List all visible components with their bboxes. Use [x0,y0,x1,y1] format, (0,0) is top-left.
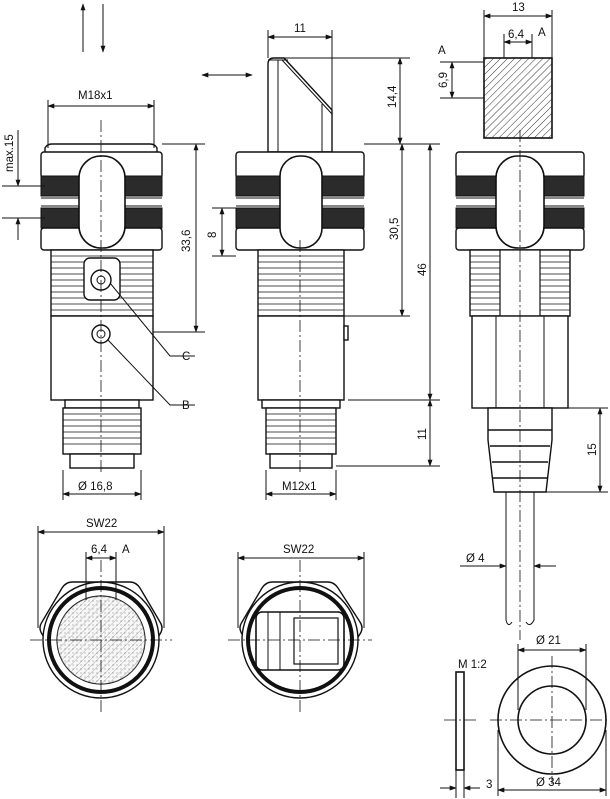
front2-dimensions [237,552,365,628]
view3-ref-a-right: A [538,27,546,39]
view2-thread-label: M12x1 [282,481,317,493]
view2-height-top-label: 14,4 [387,85,399,108]
view3-height-label: 6,9 [438,72,450,88]
front2-wrench-label: SW22 [283,544,314,556]
nut-scale-label: M 1:2 [458,659,487,671]
view2-dimensions [212,30,440,500]
view3-width-label: 13 [512,2,525,14]
side-view-1 [40,120,163,475]
view3-ref-a-left: A [438,45,446,57]
view1-height-label: 33,6 [181,230,193,252]
front-view-2 [228,560,372,715]
view2-height-total-label: 46 [417,263,429,276]
nut-outer-diameter-label: Ø 34 [536,777,562,789]
view1-diameter-label: Ø 16,8 [78,481,113,493]
view1-max-label: max.15 [4,134,16,172]
nut-side [440,671,480,798]
view2-height-bottom-label: 11 [417,428,429,440]
front1-inner-width-label: 6,4 [91,544,108,556]
nut-inner-diameter-label: Ø 21 [536,635,561,647]
side-view-2 [235,57,365,475]
view3-dimensions [440,10,608,569]
side-view-3 [455,57,585,640]
view1-thread-label: M18x1 [78,90,113,102]
nut-front [490,644,610,796]
nut-thickness-label: 3 [486,779,492,791]
view1-callout-b: B [182,400,190,412]
front1-dimensions [37,526,165,628]
view1-dimensions [2,100,205,500]
view1-callout-c: C [182,351,190,363]
front1-wrench-label: SW22 [86,518,117,530]
view2-height-mid-label: 30,5 [389,218,401,240]
view3-cable-length-label: 15 [587,443,599,456]
view3-cable-diameter-label: Ø 4 [466,553,485,565]
view2-gap-label: 8 [207,232,219,238]
view2-width-label: 11 [294,23,306,35]
front1-ref-a: A [122,544,130,556]
front-view-1 [30,560,172,715]
view3-inner-width-label: 6,4 [508,29,525,41]
vertical-motion-arrows [80,3,106,53]
